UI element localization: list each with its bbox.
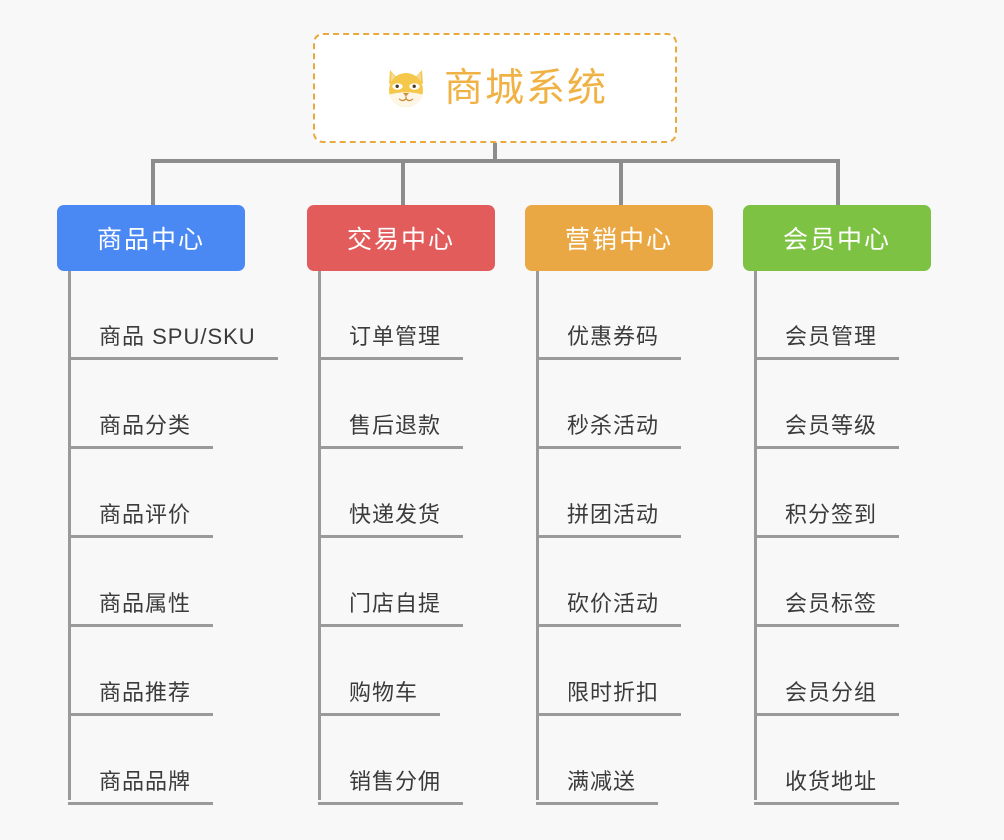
branch-header-marketing[interactable]: 营销中心	[525, 205, 713, 271]
list-item[interactable]: 快递发货	[307, 449, 495, 538]
branch-column-products: 商品中心 商品 SPU/SKU 商品分类 商品评价 商品属性 商品推荐 商品品牌	[57, 205, 278, 805]
list-item[interactable]: 订单管理	[307, 271, 495, 360]
leaf-label: 商品品牌	[68, 764, 214, 805]
list-item[interactable]: 秒杀活动	[525, 360, 713, 449]
connector-drop-4	[836, 159, 840, 207]
branch-header-label: 会员中心	[782, 226, 891, 254]
connector-drop-2	[401, 159, 405, 207]
connector-bus	[151, 159, 840, 163]
shiba-inu-icon	[388, 70, 423, 107]
leaf-label: 积分签到	[754, 497, 900, 538]
leaf-label: 限时折扣	[536, 675, 682, 716]
leaf-label: 商品属性	[68, 586, 214, 627]
list-item[interactable]: 商品评价	[57, 449, 245, 538]
leaf-label: 拼团活动	[536, 497, 682, 538]
branch-column-member: 会员中心 会员管理 会员等级 积分签到 会员标签 会员分组 收货地址	[743, 205, 931, 805]
leaf-label: 快递发货	[318, 497, 464, 538]
branch-header-label: 商品中心	[96, 226, 205, 254]
list-item[interactable]: 销售分佣	[307, 716, 495, 805]
leaf-label: 商品评价	[68, 497, 214, 538]
leaf-label: 商品分类	[68, 408, 214, 449]
leaf-label: 满减送	[536, 764, 659, 805]
branch-header-trade[interactable]: 交易中心	[307, 205, 495, 271]
branch-header-products[interactable]: 商品中心	[57, 205, 245, 271]
list-item[interactable]: 会员管理	[743, 271, 931, 360]
list-item[interactable]: 商品 SPU/SKU	[57, 271, 278, 360]
branch-column-trade: 交易中心 订单管理 售后退款 快递发货 门店自提 购物车 销售分佣	[307, 205, 495, 805]
list-item[interactable]: 会员等级	[743, 360, 931, 449]
list-item[interactable]: 积分签到	[743, 449, 931, 538]
branch-leaf-list: 商品 SPU/SKU 商品分类 商品评价 商品属性 商品推荐 商品品牌	[57, 271, 278, 805]
branch-column-marketing: 营销中心 优惠券码 秒杀活动 拼团活动 砍价活动 限时折扣 满减送	[525, 205, 713, 805]
connector-root-stem	[493, 143, 497, 163]
leaf-label: 购物车	[318, 675, 441, 716]
branch-header-label: 营销中心	[564, 226, 673, 254]
leaf-label: 收货地址	[754, 764, 900, 805]
list-item[interactable]: 砍价活动	[525, 538, 713, 627]
connector-drop-1	[151, 159, 155, 207]
list-item[interactable]: 商品分类	[57, 360, 245, 449]
list-item[interactable]: 商品推荐	[57, 627, 245, 716]
leaf-label: 销售分佣	[318, 764, 464, 805]
list-item[interactable]: 购物车	[307, 627, 495, 716]
leaf-label: 会员分组	[754, 675, 900, 716]
branch-leaf-list: 会员管理 会员等级 积分签到 会员标签 会员分组 收货地址	[743, 271, 931, 805]
leaf-label: 门店自提	[318, 586, 464, 627]
list-item[interactable]: 会员标签	[743, 538, 931, 627]
list-item[interactable]: 优惠券码	[525, 271, 713, 360]
branch-leaf-list: 优惠券码 秒杀活动 拼团活动 砍价活动 限时折扣 满减送	[525, 271, 713, 805]
list-item[interactable]: 收货地址	[743, 716, 931, 805]
leaf-label: 会员管理	[754, 319, 900, 360]
branch-header-member[interactable]: 会员中心	[743, 205, 931, 271]
leaf-label: 售后退款	[318, 408, 464, 449]
leaf-label: 秒杀活动	[536, 408, 682, 449]
list-item[interactable]: 商品属性	[57, 538, 245, 627]
leaf-label: 砍价活动	[536, 586, 682, 627]
list-item[interactable]: 限时折扣	[525, 627, 713, 716]
connector-drop-3	[619, 159, 623, 207]
list-item[interactable]: 满减送	[525, 716, 713, 805]
list-item[interactable]: 会员分组	[743, 627, 931, 716]
list-item[interactable]: 商品品牌	[57, 716, 245, 805]
root-node[interactable]: 商城系统	[313, 33, 677, 143]
branch-header-label: 交易中心	[346, 226, 455, 254]
list-item[interactable]: 门店自提	[307, 538, 495, 627]
leaf-label: 会员标签	[754, 586, 900, 627]
list-item[interactable]: 拼团活动	[525, 449, 713, 538]
leaf-label: 商品 SPU/SKU	[68, 319, 278, 360]
branch-leaf-list: 订单管理 售后退款 快递发货 门店自提 购物车 销售分佣	[307, 271, 495, 805]
list-item[interactable]: 售后退款	[307, 360, 495, 449]
leaf-label: 订单管理	[318, 319, 464, 360]
leaf-label: 优惠券码	[536, 319, 682, 360]
leaf-label: 会员等级	[754, 408, 900, 449]
root-title: 商城系统	[443, 66, 608, 110]
leaf-label: 商品推荐	[68, 675, 214, 716]
